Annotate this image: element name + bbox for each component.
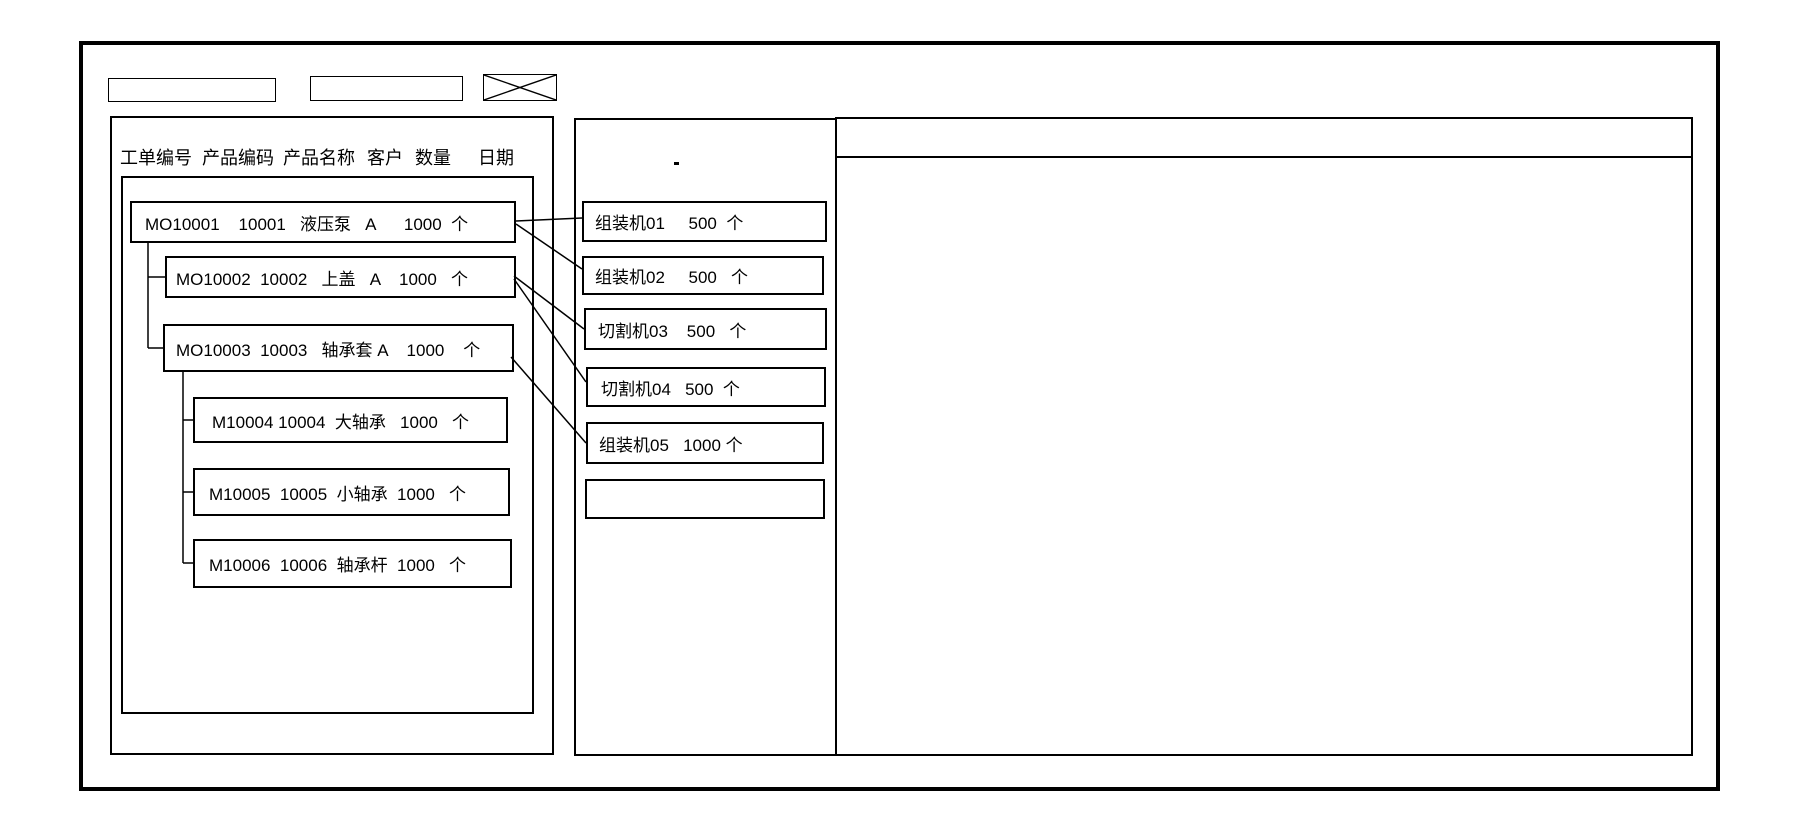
stray-dot bbox=[674, 162, 679, 165]
machine-slot-qiegeji04[interactable]: 切割机04 500 个 bbox=[586, 367, 826, 407]
machine-slot-zuzhuangji02[interactable]: 组装机02 500 个 bbox=[582, 256, 824, 295]
order-node-M10005[interactable]: M10005 10005 小轴承 1000 个 bbox=[193, 468, 510, 516]
machine-slot-empty[interactable] bbox=[585, 479, 825, 519]
order-node-MO10002[interactable]: MO10002 10002 上盖 A 1000 个 bbox=[165, 256, 516, 298]
order-node-MO10003[interactable]: MO10003 10003 轴承套 A 1000 个 bbox=[163, 324, 514, 372]
column-header-customer: 客户 bbox=[367, 148, 403, 168]
machine-slot-qiegeji03[interactable]: 切割机03 500 个 bbox=[584, 308, 827, 350]
column-header-date: 日期 bbox=[478, 148, 514, 168]
order-node-M10006[interactable]: M10006 10006 轴承杆 1000 个 bbox=[193, 539, 512, 588]
crossed-box-icon[interactable] bbox=[483, 74, 557, 101]
order-node-MO10001[interactable]: MO10001 10001 液压泵 A 1000 个 bbox=[130, 201, 516, 243]
toolbar-field-2[interactable] bbox=[310, 76, 463, 101]
crossed-box-diagonals bbox=[484, 75, 556, 100]
column-header-product-name: 产品名称 bbox=[283, 148, 355, 168]
toolbar-field-1[interactable] bbox=[108, 78, 276, 102]
machine-slot-zuzhuangji05[interactable]: 组装机05 1000 个 bbox=[586, 422, 824, 464]
schedule-panel-header-divider bbox=[835, 156, 1693, 158]
column-header-order-no: 工单编号 bbox=[120, 148, 192, 168]
column-header-product-code: 产品编码 bbox=[202, 148, 274, 168]
column-header-qty: 数量 bbox=[415, 148, 451, 168]
order-node-M10004[interactable]: M10004 10004 大轴承 1000 个 bbox=[193, 397, 508, 443]
order-tree-container bbox=[121, 176, 534, 714]
schedule-panel bbox=[835, 117, 1693, 756]
machine-slot-zuzhuangji01[interactable]: 组装机01 500 个 bbox=[582, 201, 827, 242]
